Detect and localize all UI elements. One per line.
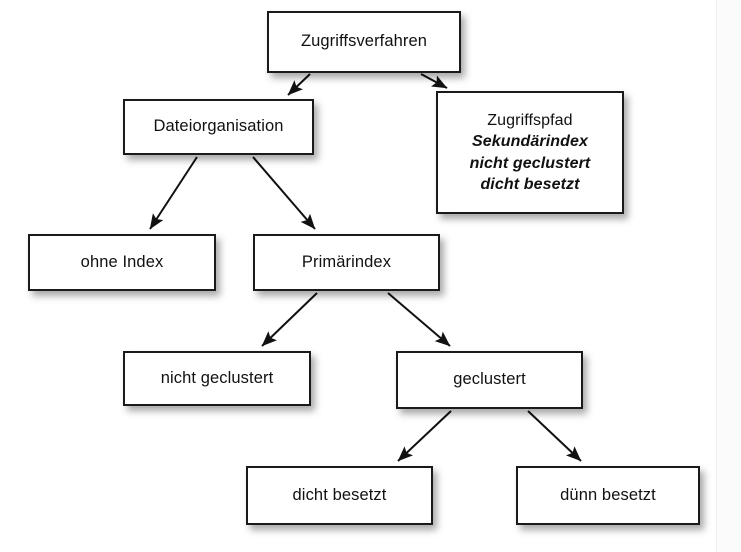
node-label-line-3: nicht geclustert (469, 154, 591, 172)
node-label: Zugriffsverfahren (300, 32, 428, 51)
node-geclustert[interactable]: geclustert (396, 351, 583, 409)
node-label-stack: Zugriffspfad Sekundärindex nicht geclust… (470, 110, 591, 194)
node-label: nicht geclustert (160, 368, 274, 387)
node-label: dünn besetzt (560, 485, 656, 504)
node-label-line-2: Sekundärindex (471, 133, 588, 151)
node-zugriffspfad[interactable]: Zugriffspfad Sekundärindex nicht geclust… (436, 91, 624, 214)
node-primaerindex[interactable]: Primärindex (253, 234, 440, 291)
edge-fileorg-to-primary (252, 156, 316, 230)
edge-fileorg-to-noindex (149, 156, 198, 230)
node-label: dicht besetzt (292, 485, 387, 504)
edge-root-to-accesspath (420, 73, 448, 89)
node-zugriffsverfahren[interactable]: Zugriffsverfahren (267, 11, 461, 73)
edge-root-to-fileorg (287, 73, 311, 96)
edge-primary-to-nonclust (261, 292, 318, 347)
node-dateiorganisation[interactable]: Dateiorganisation (123, 99, 314, 155)
edge-primary-to-clustered (387, 292, 451, 347)
node-nicht-geclustert[interactable]: nicht geclustert (123, 351, 311, 406)
edge-clustered-to-sparse (527, 410, 582, 462)
node-label: Primärindex (301, 252, 392, 271)
node-dicht-besetzt[interactable]: dicht besetzt (246, 466, 433, 525)
node-duenn-besetzt[interactable]: dünn besetzt (516, 466, 700, 525)
page-right-gutter (716, 0, 741, 552)
node-label-line-1: Zugriffspfad (487, 112, 573, 130)
edge-clustered-to-dense (397, 410, 452, 462)
node-label-line-4: dicht besetzt (480, 175, 580, 193)
node-ohne-index[interactable]: ohne Index (28, 234, 216, 291)
node-label: Dateiorganisation (153, 117, 284, 136)
node-label: geclustert (453, 370, 526, 389)
node-label: ohne Index (80, 252, 164, 271)
